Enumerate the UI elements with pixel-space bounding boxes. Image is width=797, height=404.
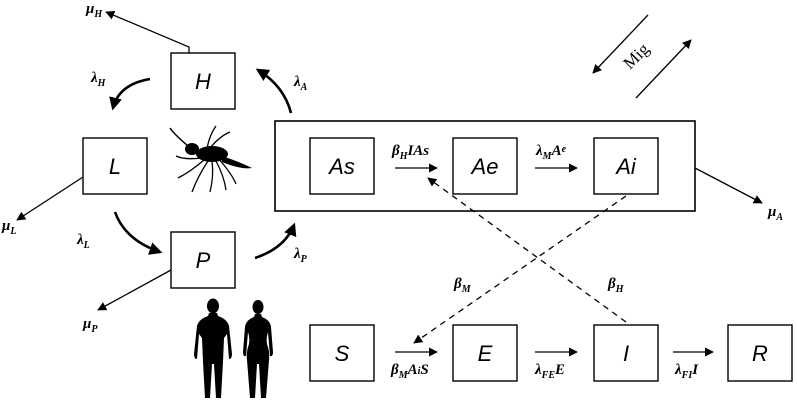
migration-arrow-out xyxy=(635,39,692,99)
compartment-P: P xyxy=(170,231,236,289)
infection-arrow-I-to-As xyxy=(427,177,627,323)
infection-arrow-Ai-to-S xyxy=(413,195,627,344)
compartment-I: I xyxy=(593,324,659,382)
rate-beta-H-IAs: βHIAs xyxy=(391,143,429,162)
compartment-Ae-label: Ae xyxy=(470,154,499,179)
compartment-S-label: S xyxy=(335,341,350,366)
male-silhouette-icon xyxy=(194,298,232,398)
compartment-S: S xyxy=(309,324,375,382)
compartment-Ae: Ae xyxy=(452,137,518,195)
rate-mu-L: μL xyxy=(1,218,16,237)
compartment-L: L xyxy=(82,137,148,195)
rate-lambda-FE-E: λFEE xyxy=(534,362,565,381)
human-silhouettes-icon xyxy=(194,298,273,398)
transition-arrow-L-to-P xyxy=(113,211,163,255)
mortality-arrow-A xyxy=(694,167,763,204)
compartment-E: E xyxy=(452,324,518,382)
compartment-R: R xyxy=(727,324,793,382)
rate-mu-H: μH xyxy=(85,1,103,20)
transition-arrow-H-to-L xyxy=(109,77,151,111)
migration-arrow-in xyxy=(592,14,649,74)
compartment-R-label: R xyxy=(752,341,768,366)
compartment-I-label: I xyxy=(623,341,629,366)
mortality-arrow-L xyxy=(16,176,84,221)
mortality-arrow-H xyxy=(105,10,190,53)
compartment-L-label: L xyxy=(109,154,121,179)
rate-mu-A: μA xyxy=(767,204,783,223)
rate-beta-M: βM xyxy=(453,276,472,295)
rate-lambda-M-Ae: λMAe xyxy=(535,143,567,162)
rate-lambda-FI-I: λFII xyxy=(674,362,699,381)
mortality-arrow-P xyxy=(97,269,172,311)
rate-lambda-H: λH xyxy=(90,70,107,89)
rate-lambda-L: λL xyxy=(76,232,90,251)
rate-beta-M-AiS: βMAiS xyxy=(390,362,429,381)
rate-lambda-P: λP xyxy=(293,246,308,265)
transition-arrow-A-to-H xyxy=(255,68,293,114)
rate-mu-P: μP xyxy=(82,316,98,335)
rate-beta-H: βH xyxy=(607,276,625,295)
compartment-P-label: P xyxy=(196,248,211,273)
mosquito-icon xyxy=(169,125,252,193)
compartment-E-label: E xyxy=(478,341,493,366)
compartment-H-label: H xyxy=(195,69,211,94)
compartment-As-label: As xyxy=(327,154,355,179)
transition-arrow-P-to-A xyxy=(254,222,297,260)
compartment-Ai-label: Ai xyxy=(614,154,637,179)
compartment-Ai: Ai xyxy=(593,137,659,195)
compartment-As: As xyxy=(309,137,375,195)
female-silhouette-icon xyxy=(243,300,273,398)
migration-label: Mig xyxy=(619,39,653,73)
compartment-H: H xyxy=(170,52,236,110)
adult-mosquito-container xyxy=(274,120,696,212)
rate-lambda-A: λA xyxy=(293,74,308,93)
